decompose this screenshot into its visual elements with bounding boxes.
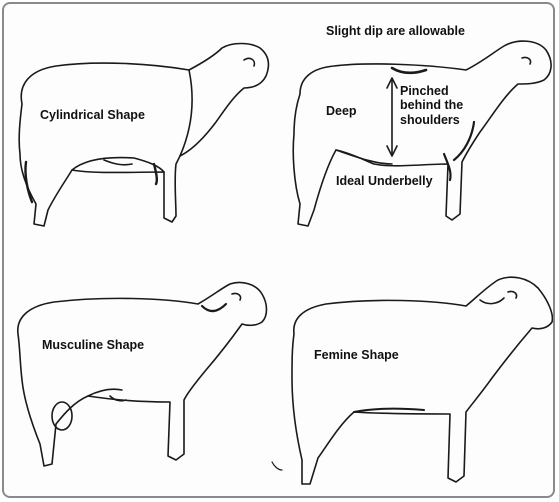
- label-femine-shape: Femine Shape: [314, 348, 399, 362]
- sheep-cylindrical: [19, 44, 268, 227]
- label-slight-dip: Slight dip are allowable: [326, 24, 465, 38]
- sheep-ideal: [293, 41, 551, 226]
- diagram-frame: Cylindrical Shape Slight dip are allowab…: [2, 2, 555, 498]
- sheep-femine: [292, 277, 552, 484]
- label-pinched-behind-shoulders: Pinched behind the shoulders: [400, 84, 463, 127]
- sheep-illustrations: [4, 4, 555, 498]
- label-cylindrical-shape: Cylindrical Shape: [40, 108, 145, 122]
- label-ideal-underbelly: Ideal Underbelly: [336, 174, 433, 188]
- label-deep: Deep: [326, 104, 357, 118]
- sheep-musculine: [18, 282, 267, 466]
- label-musculine-shape: Musculine Shape: [42, 338, 144, 352]
